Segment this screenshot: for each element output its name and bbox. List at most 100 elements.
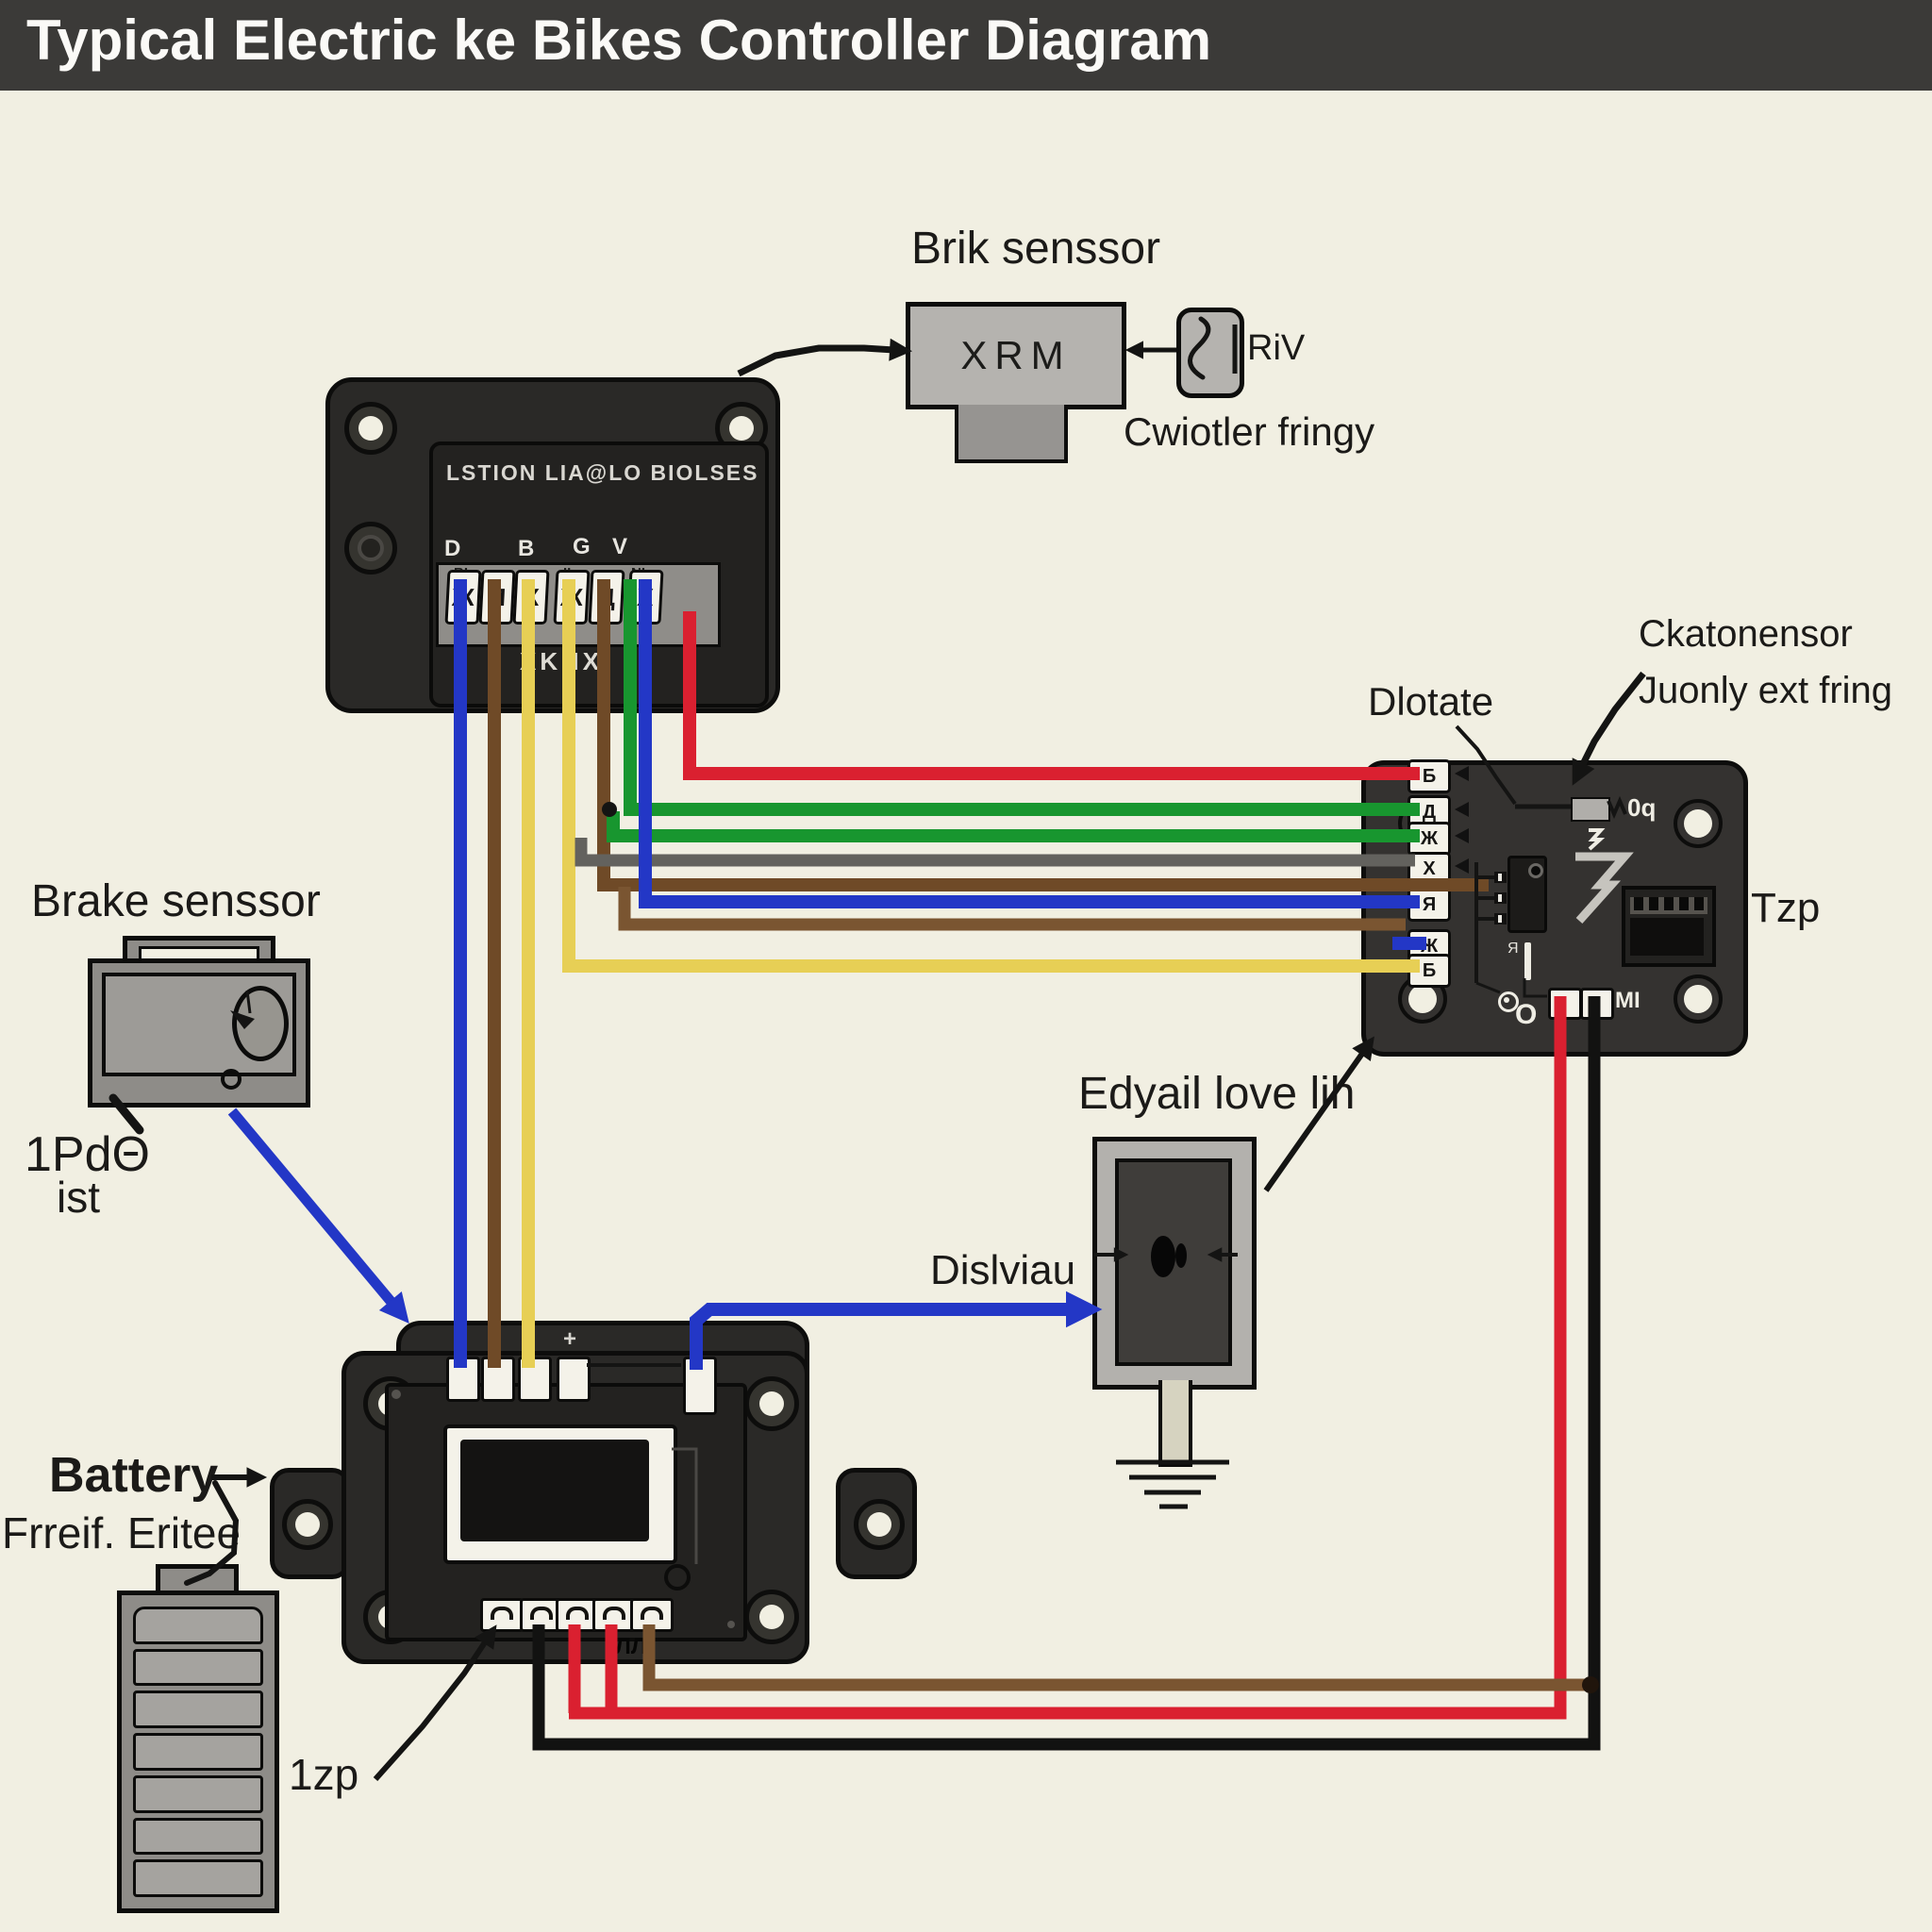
brik-sensor-caption: Cwiotler fringy — [1124, 409, 1375, 454]
gauge-icon — [232, 986, 289, 1061]
battery-segment — [133, 1607, 263, 1644]
capacitor-tick — [1524, 942, 1531, 980]
display-wire-label: Dislviau — [930, 1247, 1076, 1293]
strip-caption: XK IX — [520, 647, 603, 675]
pcb-power-pad-red — [1548, 988, 1582, 1020]
pcb-pad: Б — [1407, 954, 1451, 988]
pcb-pad: Ж — [1407, 822, 1451, 856]
battery-terminal-label: 1zp — [289, 1750, 359, 1799]
lcd-display-frame — [443, 1424, 677, 1564]
sensor-oval-small-icon — [1175, 1243, 1187, 1268]
controller-terminal-bottom — [630, 1598, 674, 1632]
controller-terminal-top — [518, 1357, 552, 1402]
pcb-pad-text: MI — [1615, 988, 1641, 1013]
resistor-label: 0q — [1627, 793, 1657, 822]
mount-hole-icon — [344, 522, 397, 575]
arrow-battery-arrowhead — [246, 1467, 268, 1488]
panel-step-line — [672, 1447, 698, 1564]
controller-terminal-top — [481, 1357, 515, 1402]
mount-hole-icon — [744, 1376, 799, 1431]
pcb-screw-text: O — [1515, 999, 1538, 1030]
pin-mark — [1498, 915, 1502, 923]
pad-arrow-icon — [1455, 858, 1469, 874]
battery-body — [117, 1591, 279, 1913]
title-bar: Typical Electric ke Bikes Controller Dia… — [0, 0, 1932, 91]
bottom-controller-ear-left — [270, 1468, 351, 1579]
battery-segment — [133, 1774, 263, 1813]
junction-dot — [1582, 1676, 1599, 1693]
brake-sensor-sub2: ist — [57, 1173, 100, 1222]
battery-segment — [133, 1648, 263, 1687]
controller-terminal-top — [557, 1357, 591, 1402]
terminal-slot: Д — [588, 570, 625, 625]
brik-sensor-label: Brik senssor — [911, 224, 1161, 274]
junction-dot — [602, 802, 617, 817]
mount-hole-icon — [282, 1499, 333, 1550]
terminal-slot: Ж — [444, 570, 482, 625]
wire-brake-diag — [227, 1108, 399, 1309]
battery-segment — [133, 1733, 263, 1771]
throttle-squiggle-icon — [1188, 316, 1238, 380]
brik-sensor-box-text: XRM — [960, 333, 1072, 377]
pcb-power-pad-black — [1580, 988, 1614, 1020]
mount-hole-icon — [1674, 974, 1723, 1024]
pin-label-g: G — [573, 534, 591, 559]
display-module — [1092, 1137, 1257, 1390]
terminal-slot: Х — [626, 570, 664, 625]
sensor-oval-icon — [1151, 1236, 1175, 1277]
battery-segment — [133, 1817, 263, 1856]
throttle-side-text: RiV — [1247, 328, 1306, 368]
indicator-dot-icon — [221, 1069, 242, 1090]
controller-terminal-bottom — [480, 1598, 524, 1632]
pcb-pad: Б — [1407, 759, 1451, 793]
pin-label-v: V — [612, 534, 628, 559]
mount-hole-icon — [854, 1499, 905, 1550]
bottom-controller-ear-right — [836, 1468, 917, 1579]
pcb-pin-glyph: Я — [1507, 941, 1519, 957]
top-controller-model-text: LSTION LIA@LO BIOLSES — [446, 460, 759, 485]
ground-symbol-icon — [1116, 1459, 1229, 1509]
page-title: Typical Electric ke Bikes Controller Dia… — [26, 8, 1212, 72]
mount-hole-icon — [344, 402, 397, 455]
battery-segment — [133, 1859, 263, 1898]
panel-bottom-marks: ЛЛ — [615, 1634, 647, 1659]
battery-label: Battery — [49, 1448, 219, 1503]
pcb-label-top2: Juonly ext fring — [1639, 670, 1893, 711]
display-module-stem — [1158, 1380, 1192, 1467]
pcb-label-top: Ckatonensor — [1639, 613, 1853, 655]
pcb-label-right: Tzp — [1751, 885, 1821, 931]
pad-arrow-icon — [1455, 802, 1469, 817]
pin-label-d: D — [444, 536, 461, 561]
wire-brown2-to-pcb — [618, 887, 1406, 931]
transistor-dot-icon — [1528, 863, 1543, 878]
pin-mark — [1498, 894, 1502, 902]
mount-hole-icon — [1674, 799, 1723, 848]
terminal-slot: Ж — [553, 570, 591, 625]
brik-sensor-box: XRM — [906, 302, 1126, 409]
pin-label-b: B — [518, 536, 535, 561]
wire-brake-diag-arrowhead — [378, 1291, 409, 1324]
pcb-label-left: Dlotate — [1368, 679, 1494, 724]
brake-sensor-label: Brake senssor — [31, 876, 321, 926]
transistor — [1507, 856, 1547, 933]
display-module-label: Edyail love lih — [1078, 1069, 1356, 1119]
pin-mark — [1498, 874, 1502, 881]
battery-segment — [133, 1690, 263, 1729]
mount-hole-icon — [744, 1590, 799, 1644]
resistor — [1571, 797, 1610, 822]
arrow-ckatonensor — [1577, 671, 1646, 770]
terminal-plus-glyph: + — [563, 1326, 577, 1352]
lcd-screen — [460, 1440, 649, 1541]
pad-arrow-icon — [1455, 828, 1469, 843]
controller-terminal-top — [446, 1357, 480, 1402]
ic-chip — [1622, 886, 1716, 967]
wire-green2-to-pcb — [607, 811, 1420, 842]
terminal-slot: Х — [512, 570, 550, 625]
arrow-to-xrm — [737, 344, 895, 377]
round-button — [664, 1564, 691, 1591]
wire-gray-to-pcb — [575, 838, 1415, 867]
pcb-pad: Х — [1407, 852, 1451, 886]
brake-sensor-sub1: 1PdΘ — [25, 1127, 150, 1182]
display-module-screen — [1115, 1158, 1232, 1366]
